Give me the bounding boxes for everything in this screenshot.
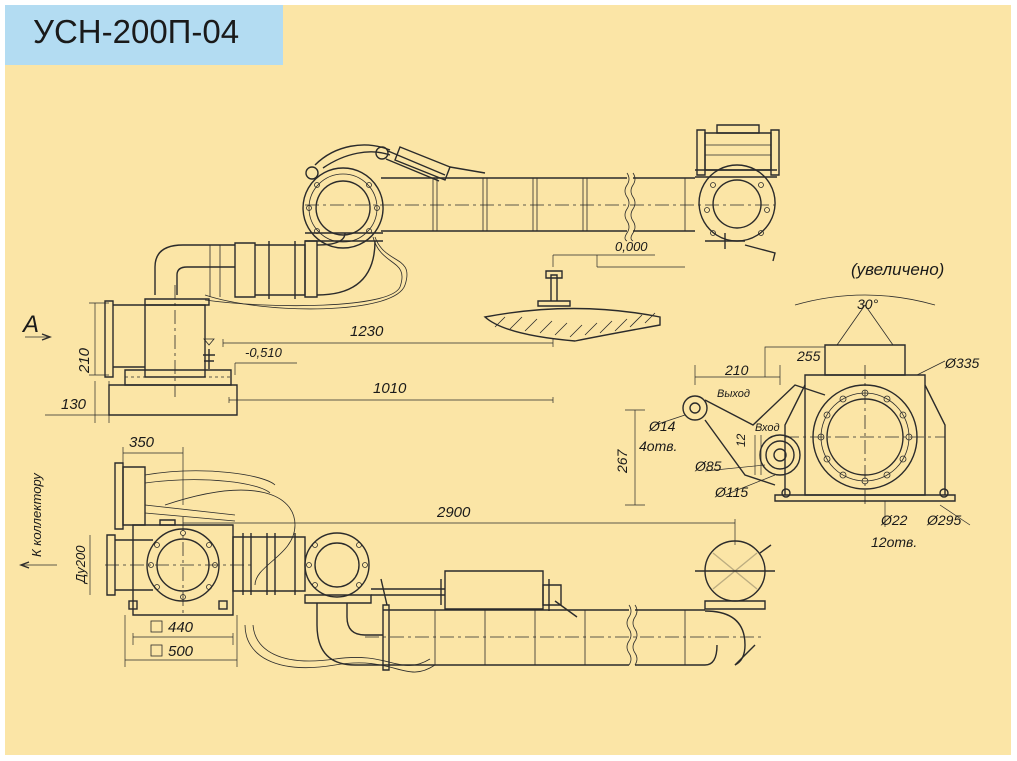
inlet-label: Вход bbox=[755, 422, 780, 434]
plan-base bbox=[105, 517, 255, 617]
technical-drawing: А 1230 1010 -0,510 0,000 130 210 bbox=[19, 124, 979, 673]
dim-210-elevation: 210 bbox=[76, 347, 93, 374]
angle-30: 30° bbox=[857, 296, 879, 312]
plan-hose bbox=[164, 489, 436, 673]
top-cylinder bbox=[375, 146, 486, 182]
detail-a: (увеличено) bbox=[614, 260, 979, 550]
dim-350: 350 bbox=[129, 434, 155, 451]
plan-arm-pipe bbox=[365, 604, 765, 671]
drawing-title: УСН-200П-04 bbox=[33, 13, 240, 50]
plan-view: 350 2900 440 500 Ду200 К коллектору bbox=[19, 434, 775, 673]
dim-440: 440 bbox=[168, 619, 194, 636]
dim-500: 500 bbox=[168, 643, 194, 660]
rail-ground bbox=[483, 254, 685, 342]
stand-column bbox=[104, 285, 238, 416]
title-box: УСН-200П-04 bbox=[5, 5, 283, 65]
detail-small-flanges bbox=[625, 346, 971, 527]
right-elbow-assembly bbox=[695, 124, 780, 262]
drawing-sheet: УСН-200П-04 bbox=[5, 5, 1011, 755]
detail-flange-large bbox=[774, 294, 956, 505]
to-collector-label: К коллектору bbox=[29, 472, 44, 557]
d335-label: Ø335 bbox=[944, 355, 979, 371]
holes12-label: 12отв. bbox=[871, 534, 917, 550]
elevation-hose bbox=[204, 236, 408, 310]
level-neg: -0,510 bbox=[245, 345, 283, 360]
view-a-marker: А bbox=[21, 311, 39, 338]
level-zero: 0,000 bbox=[615, 239, 648, 254]
square-sign-500 bbox=[150, 644, 163, 657]
dim-210-detail: 210 bbox=[724, 362, 749, 378]
detail-a-caption: (увеличено) bbox=[851, 260, 944, 279]
left-swivel-joint bbox=[302, 144, 391, 249]
dim-2900: 2900 bbox=[436, 504, 471, 521]
square-sign-440 bbox=[150, 620, 163, 633]
dim-1010: 1010 bbox=[373, 380, 407, 397]
holes4-label: 4отв. bbox=[639, 438, 677, 454]
outlet-label: Выход bbox=[717, 388, 750, 400]
dim-267: 267 bbox=[614, 448, 630, 474]
plan-cylinder bbox=[371, 570, 578, 618]
d14-label: Ø14 bbox=[648, 418, 676, 434]
dim-255: 255 bbox=[796, 348, 821, 364]
d22-label: Ø22 bbox=[880, 512, 908, 528]
dim-1230: 1230 bbox=[350, 323, 384, 340]
elevation-view: А 1230 1010 -0,510 0,000 130 210 bbox=[21, 124, 780, 423]
lower-elbow-pipe bbox=[154, 232, 376, 299]
plan-joint-pipe bbox=[232, 532, 383, 666]
d85-label: Ø85 bbox=[694, 458, 722, 474]
d115-label: Ø115 bbox=[714, 484, 748, 500]
plan-dimensions bbox=[19, 447, 736, 667]
d295-label: Ø295 bbox=[926, 512, 961, 528]
elevation-dimensions bbox=[25, 302, 554, 423]
du200-label: Ду200 bbox=[73, 545, 88, 585]
collector-inlet bbox=[106, 462, 276, 596]
dim-12: 12 bbox=[734, 433, 748, 447]
plan-end-elbow bbox=[695, 540, 775, 666]
dim-130: 130 bbox=[61, 396, 87, 413]
